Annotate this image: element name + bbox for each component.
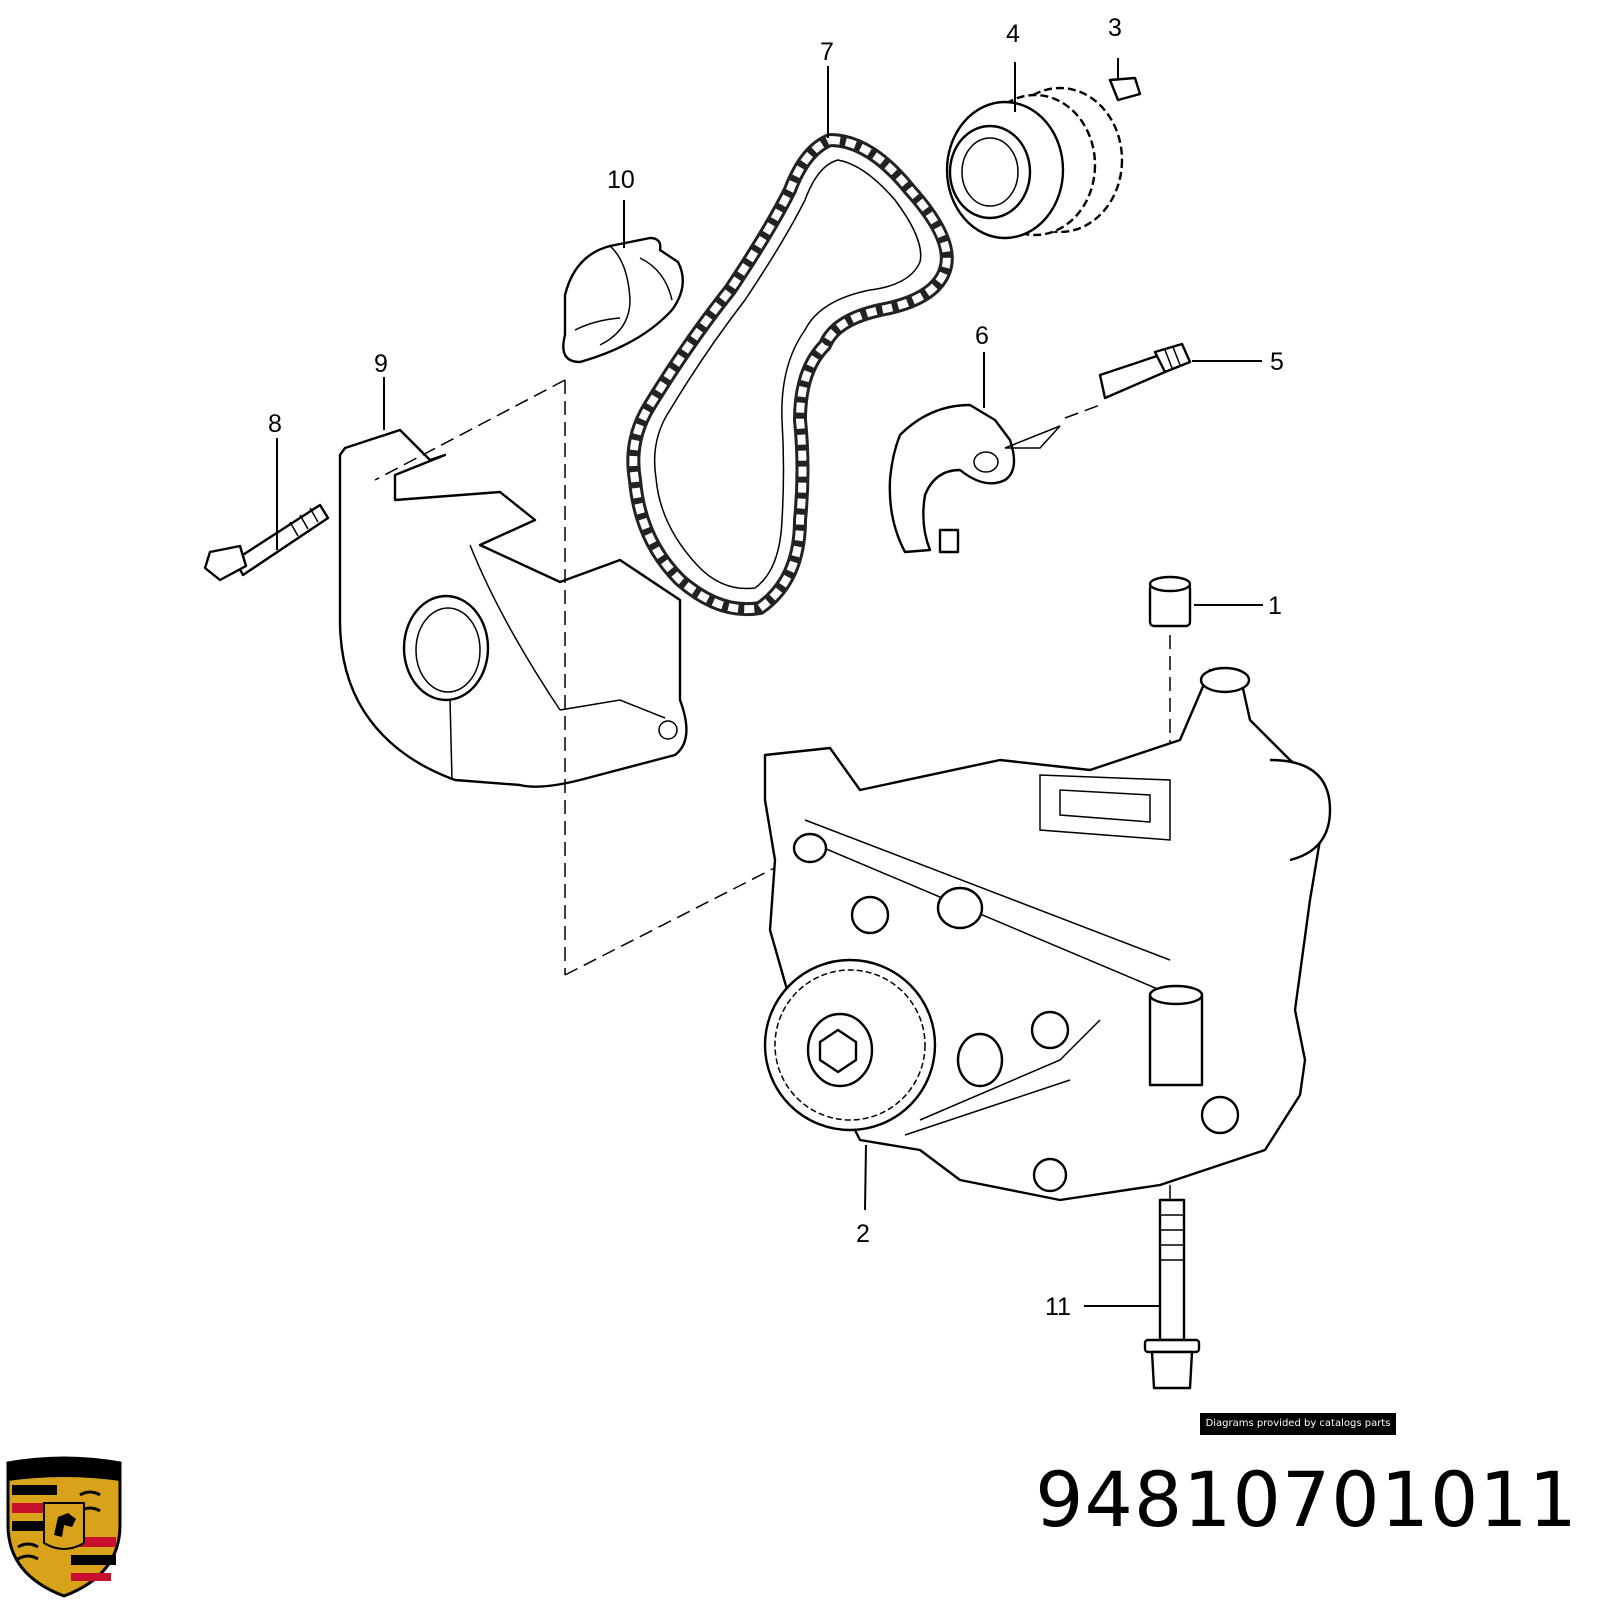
callout-5: 5 <box>1270 348 1284 376</box>
timing-cover-part-9 <box>338 428 688 788</box>
tensioner-rail-part-6 <box>888 403 1061 554</box>
callout-3: 3 <box>1108 14 1122 42</box>
leader-lines <box>276 58 1263 1307</box>
callout-2: 2 <box>856 1220 870 1248</box>
callout-labels: 1 2 3 4 5 6 7 8 9 10 11 <box>268 14 1284 1321</box>
double-sprocket-part-4 <box>945 86 1124 240</box>
callout-8: 8 <box>268 410 282 438</box>
cover-bolt-part-8 <box>203 503 330 582</box>
porsche-crest-logo <box>6 1456 122 1598</box>
dowel-sleeve-part-1 <box>1148 575 1192 628</box>
long-bolt-part-11 <box>1143 1198 1201 1390</box>
woodruff-key-part-3 <box>1108 76 1142 102</box>
callout-6: 6 <box>975 322 989 350</box>
oil-pump-part-2 <box>763 666 1332 1202</box>
chain-guide-part-10 <box>562 236 684 364</box>
callout-9: 9 <box>374 350 388 378</box>
callout-10: 10 <box>607 166 635 194</box>
callout-7: 7 <box>820 38 834 66</box>
diagram-credit-badge: Diagrams provided by catalogs parts <box>1200 1413 1396 1435</box>
guide-bolt-part-5 <box>1098 342 1192 400</box>
timing-chain-part-7 <box>626 133 954 617</box>
callout-4: 4 <box>1006 20 1020 48</box>
callout-1: 1 <box>1268 592 1282 620</box>
part-number: 94810701011 <box>1035 1455 1578 1544</box>
callout-11: 11 <box>1045 1293 1071 1321</box>
